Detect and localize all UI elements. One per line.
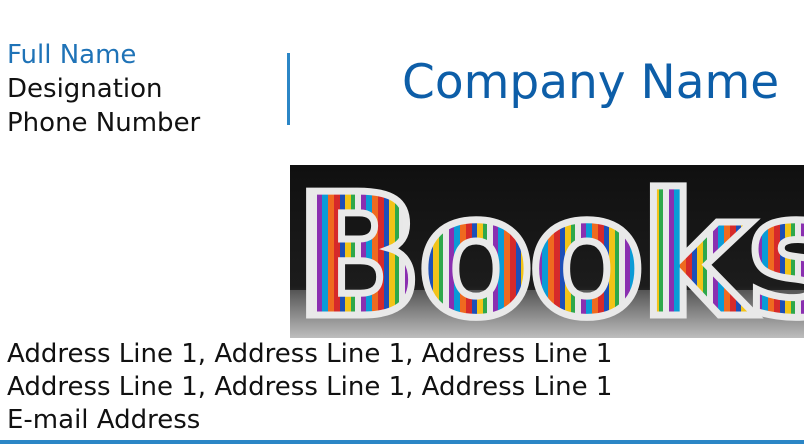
full-name: Full Name <box>7 40 137 70</box>
designation: Designation <box>7 74 163 104</box>
address-line-2: Address Line 1, Address Line 1, Address … <box>7 372 613 402</box>
books-word-fill: Books <box>294 165 804 338</box>
books-image: Books <box>290 165 804 338</box>
phone-number: Phone Number <box>7 108 201 138</box>
address-line-1: Address Line 1, Address Line 1, Address … <box>7 339 613 369</box>
contact-block: Full Name Designation Phone Number <box>7 38 200 140</box>
company-name: Company Name <box>402 55 780 110</box>
vertical-divider <box>287 53 290 125</box>
books-illustration: Books <box>290 165 804 338</box>
email-address: E-mail Address <box>7 405 201 435</box>
address-block: Address Line 1, Address Line 1, Address … <box>7 338 612 437</box>
bottom-rule <box>0 440 804 444</box>
